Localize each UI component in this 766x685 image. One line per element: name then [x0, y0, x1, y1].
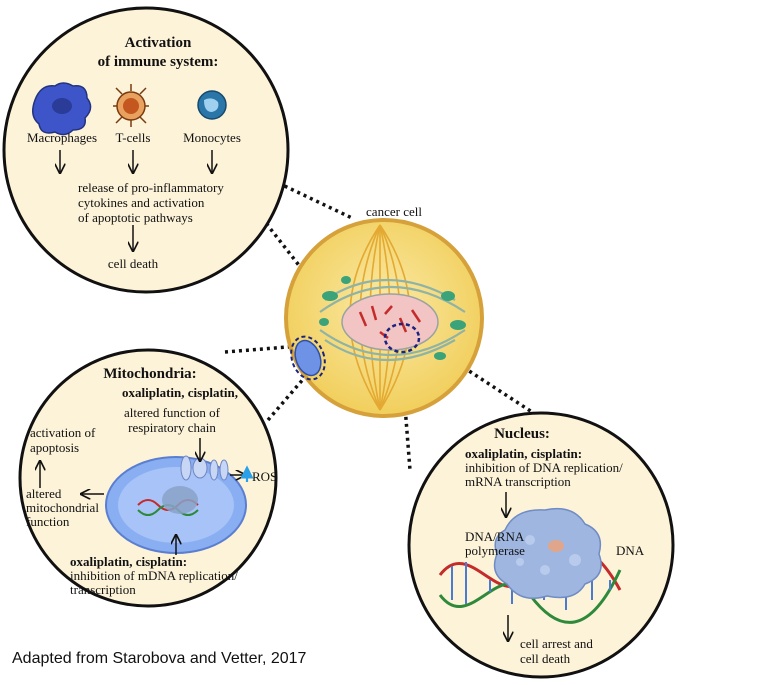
release-line1: release of pro-inflammatory	[78, 180, 224, 195]
mitochondrion-icon	[105, 455, 247, 554]
altered-mito-line3: function	[26, 514, 70, 529]
cancer-cell-label: cancer cell	[366, 204, 422, 219]
release-line2: cytokines and activation	[78, 195, 205, 210]
altered-mito-line1: altered	[26, 486, 62, 501]
apoptosis-line1: activation of	[30, 425, 96, 440]
mitochondria-panel: Mitochondria: oxaliplatin, cisplatin, al…	[18, 348, 278, 608]
endoplasmic-reticulum	[319, 279, 466, 361]
mito-drugs-bottom: oxaliplatin, cisplatin:	[70, 554, 187, 569]
polymerase-line2: polymerase	[465, 543, 525, 558]
nucleus-title: Nucleus:	[494, 426, 550, 442]
ros-label: ROS	[252, 469, 277, 484]
dna-label: DNA	[616, 543, 645, 558]
nucleus-inhibition-line2: mRNA transcription	[465, 474, 571, 489]
connector-lines	[224, 178, 533, 471]
immune-outcome: cell death	[108, 256, 159, 271]
immune-arrows	[60, 150, 212, 250]
nucleus-body	[341, 293, 439, 351]
mito-inhibition-line1: inhibition of mDNA replication/	[70, 568, 238, 583]
nucleus-panel: Nucleus: oxaliplatin, cisplatin: inhibit…	[407, 411, 675, 679]
nucleus-outcome-line1: cell arrest and	[520, 636, 593, 651]
t-cells-label: T-cells	[116, 130, 151, 145]
respiratory-chain-proteins	[180, 455, 229, 481]
cell-mitochondrion-icon	[290, 335, 326, 381]
immune-title-line1: Activation	[125, 35, 192, 51]
nucleus-inhibition-line1: inhibition of DNA replication/	[465, 460, 623, 475]
immune-panel: Activation of immune system: Macrophages…	[2, 6, 290, 294]
monocyte-icon	[197, 90, 227, 120]
t-cell-icon	[113, 84, 149, 127]
golgi-vesicles	[319, 276, 466, 360]
polymerase-icon	[493, 507, 602, 599]
polymerase-line1: DNA/RNA	[465, 529, 525, 544]
apoptosis-line2: apoptosis	[30, 440, 79, 455]
altered-resp-line2: respiratory chain	[128, 420, 216, 435]
immune-title-line2: of immune system:	[98, 54, 219, 70]
macrophages-label: Macrophages	[27, 130, 97, 145]
credit-caption: Adapted from Starobova and Vetter, 2017	[12, 650, 307, 667]
nucleus-arrows	[506, 492, 508, 640]
chromosomes	[358, 305, 422, 339]
mito-arrows	[40, 438, 244, 555]
cancer-cell: cancer cell	[284, 204, 484, 418]
release-line3: of apoptotic pathways	[78, 210, 193, 225]
nucleus-outcome-line2: cell death	[520, 651, 571, 666]
nucleus-highlight	[383, 322, 421, 354]
mitochondria-title: Mitochondria:	[103, 366, 196, 382]
macrophage-icon	[32, 82, 92, 136]
mito-drugs-top: oxaliplatin, cisplatin,	[122, 385, 238, 400]
mito-inhibition-line2: transcription	[70, 582, 136, 597]
altered-resp-line1: altered function of	[124, 405, 221, 420]
monocytes-label: Monocytes	[183, 130, 241, 145]
altered-mito-line2: mitochondrial	[26, 500, 99, 515]
nucleus-drugs: oxaliplatin, cisplatin:	[465, 446, 582, 461]
